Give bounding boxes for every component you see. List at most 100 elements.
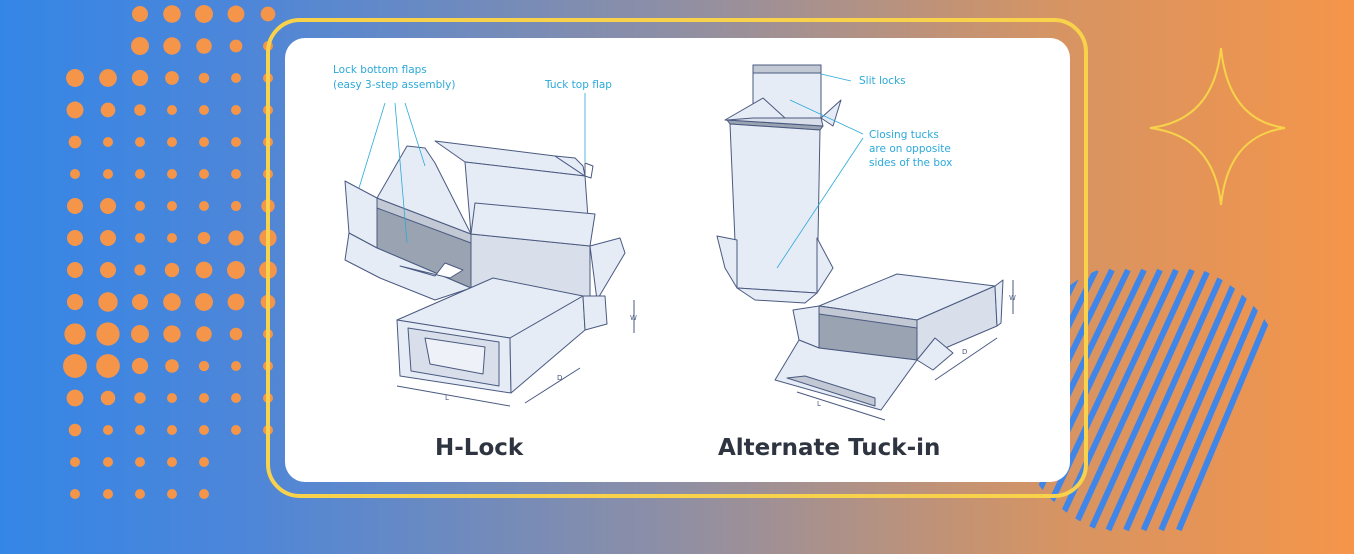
- decor-dot: [135, 489, 145, 499]
- decor-dot: [199, 457, 209, 467]
- decor-dot: [227, 261, 245, 279]
- decor-dot: [135, 457, 145, 467]
- decor-dot: [167, 457, 177, 467]
- decor-stripe: [1017, 268, 1147, 532]
- decor-dot: [100, 390, 116, 406]
- decor-dot: [131, 293, 149, 311]
- decor-dot: [198, 72, 210, 84]
- decor-dot: [100, 262, 116, 278]
- decor-stripe: [1123, 268, 1243, 532]
- decor-dot: [70, 169, 80, 179]
- decor-dot: [134, 104, 146, 116]
- decor-dot: [229, 39, 243, 53]
- sparkle-star-icon: [1149, 47, 1286, 206]
- decor-dot: [167, 201, 177, 211]
- hlock-open-flap-right: [554, 155, 586, 178]
- decor-dot: [167, 137, 177, 147]
- decor-dot: [131, 37, 149, 55]
- decor-dot: [131, 357, 149, 375]
- decor-dot: [196, 326, 212, 342]
- decor-dot: [199, 201, 209, 211]
- decor-dot: [131, 325, 149, 343]
- decor-dot: [135, 169, 145, 179]
- alternate-dimensions: [796, 280, 1014, 421]
- highlight-frame: [266, 18, 1088, 498]
- alternate-closing-tucks-line2: are on opposite: [869, 143, 951, 155]
- decor-dot: [230, 200, 242, 212]
- decor-dot: [167, 425, 177, 435]
- decor-dot: [229, 327, 243, 341]
- decor-dot: [195, 5, 213, 23]
- hlock-dim-w: W: [630, 314, 637, 322]
- decor-dot: [135, 425, 145, 435]
- decor-dot: [164, 262, 180, 278]
- decor-dot: [167, 169, 177, 179]
- alternate-closing-tucks-line3: sides of the box: [869, 157, 952, 169]
- alternate-upright-box: [716, 64, 842, 304]
- decor-dot: [70, 489, 80, 499]
- hlock-dim-l: L: [445, 394, 449, 402]
- hlock-closed-box: [396, 277, 608, 394]
- decor-stripe: [1158, 268, 1275, 532]
- hlock-tuck-top-label: Tuck top flap: [544, 79, 612, 91]
- decor-dot: [167, 393, 177, 403]
- decor-dot: [199, 105, 209, 115]
- alternate-lying-box: [774, 273, 1004, 411]
- decor-dot: [199, 169, 209, 179]
- decor-dot: [196, 38, 212, 54]
- diagram-card: Lock bottom flaps (easy 3-step assembly)…: [285, 38, 1070, 482]
- decor-dot: [66, 293, 84, 311]
- decor-dot: [66, 69, 84, 87]
- decor-dot: [163, 293, 181, 311]
- decor-dot: [163, 5, 181, 23]
- decor-dot: [103, 457, 113, 467]
- hlock-title: H-Lock: [435, 435, 524, 461]
- decor-dot: [67, 230, 83, 246]
- decor-dot: [195, 293, 213, 311]
- decor-dot: [199, 393, 209, 403]
- decor-dot: [100, 102, 116, 118]
- hlock-leader-lines: [358, 93, 586, 244]
- decor-dot: [167, 233, 177, 243]
- decor-dot: [103, 425, 113, 435]
- decor-dot: [231, 425, 241, 435]
- alternate-slit-locks-label: Slit locks: [859, 75, 906, 87]
- decor-dot: [231, 361, 241, 371]
- decor-dot: [67, 262, 83, 278]
- decor-dot: [67, 198, 83, 214]
- decor-dot: [100, 230, 116, 246]
- decor-dot: [99, 69, 117, 87]
- decor-dot: [231, 393, 241, 403]
- decor-stripe: [1105, 268, 1227, 532]
- hlock-dim-d: D: [557, 374, 562, 382]
- decor-dot: [195, 261, 213, 279]
- decor-dot: [63, 354, 87, 378]
- alternate-dim-d: D: [962, 348, 967, 356]
- decor-dot: [231, 105, 241, 115]
- decor-dot: [134, 264, 146, 276]
- decor-dot: [231, 137, 241, 147]
- decor-stripe: [1070, 268, 1195, 532]
- dot-pattern: [63, 5, 277, 499]
- decor-dot: [167, 489, 177, 499]
- decor-dot: [165, 359, 179, 373]
- decor-dot: [98, 292, 118, 312]
- decor-dot: [135, 137, 145, 147]
- decor-dot: [228, 230, 244, 246]
- decor-dot: [198, 360, 210, 372]
- decor-dot: [231, 169, 241, 179]
- decor-dot: [199, 137, 209, 147]
- hlock-lock-bottom-label: Lock bottom flaps: [333, 64, 427, 76]
- decor-dot: [134, 392, 146, 404]
- alternate-leader-lines: [776, 73, 864, 269]
- decor-dot: [96, 354, 120, 378]
- decor-dot: [131, 69, 149, 87]
- alternate-closing-tucks-line1: Closing tucks: [869, 129, 939, 141]
- decor-dot: [197, 231, 211, 245]
- decor-dot: [135, 233, 145, 243]
- decor-dot: [199, 425, 209, 435]
- decor-dot: [96, 322, 120, 346]
- decor-dot: [103, 489, 113, 499]
- decor-stripe: [1176, 268, 1290, 532]
- decor-dot: [163, 325, 181, 343]
